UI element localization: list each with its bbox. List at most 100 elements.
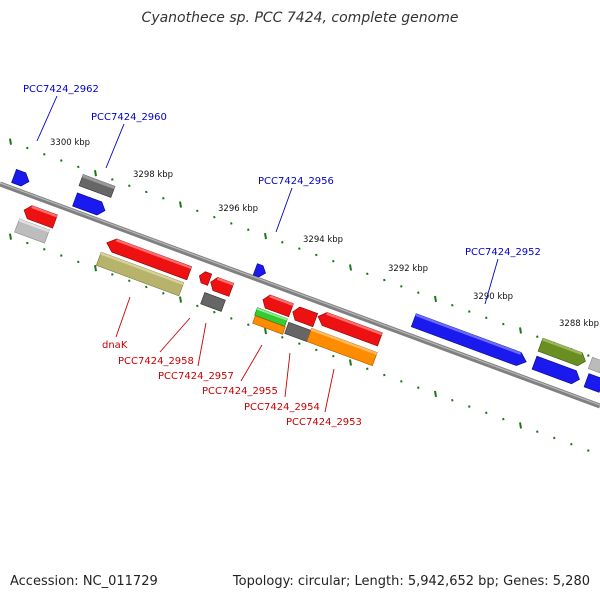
label-pcc7424-2962: PCC7424_2962 (23, 84, 99, 95)
inner-tick-mark (77, 260, 80, 264)
outer-tick-mark (519, 327, 522, 334)
outer-tick-mark (434, 295, 437, 303)
reverse-gene-labels: dnaK PCC7424_2958 PCC7424_2957 PCC7424_2… (102, 340, 362, 428)
outer-tick-mark (196, 209, 199, 213)
inner-tick-mark (451, 398, 454, 402)
gene-pcc7424-2956[interactable] (252, 263, 267, 279)
gene-pcc7424-2960[interactable] (72, 192, 108, 217)
inner-tick-mark (315, 348, 318, 352)
inner-tick-mark (196, 304, 199, 308)
genome-summary-text: Topology: circular; Length: 5,942,652 bp… (232, 574, 590, 589)
gene-pcc7424-2955[interactable] (252, 315, 286, 335)
gene-pcc7424-2957-red[interactable] (208, 276, 235, 297)
inner-tick-mark (298, 342, 301, 345)
inner-tick-mark (502, 417, 505, 421)
gene-red-reverse-2954[interactable] (290, 305, 319, 328)
forward-strand-genes (11, 169, 600, 393)
outer-tick-mark (94, 169, 97, 177)
gene-olive-forward[interactable] (537, 337, 588, 368)
outer-tick-mark (162, 197, 165, 200)
inner-tick-mark (179, 296, 182, 303)
gene-blue-forward-right[interactable] (531, 355, 582, 386)
outer-tick-mark (366, 272, 369, 276)
outer-tick-mark (536, 335, 539, 338)
inner-tick-mark (281, 336, 284, 339)
outer-tick-mark (400, 285, 403, 288)
inner-tick-mark (417, 386, 420, 389)
map-title: Cyanothece sp. PCC 7424, complete genome (141, 10, 459, 26)
gene-grey-forward[interactable] (78, 174, 116, 198)
inner-tick-mark (213, 310, 216, 314)
gene-pcc7424-2952[interactable] (410, 313, 528, 369)
tick-label-3298: 3298 kbp (133, 170, 173, 180)
gene-small-red-reverse[interactable] (197, 270, 213, 286)
genome-backbone (0, 181, 600, 409)
outer-tick-mark (264, 232, 267, 240)
gene-pcc7424-2958[interactable] (104, 236, 193, 281)
outer-tick-mark (332, 259, 335, 263)
inner-tick-mark (400, 380, 403, 383)
inner-tick-mark (60, 254, 63, 257)
inner-tick-mark (570, 442, 573, 446)
inner-tick-mark (485, 411, 488, 415)
outer-tick-mark (77, 165, 80, 169)
inner-tick-mark (128, 279, 131, 283)
label-pcc7424-2954: PCC7424_2954 (244, 402, 320, 413)
gene-red-reverse-right[interactable] (316, 310, 383, 347)
outer-tick-mark (9, 138, 12, 145)
outer-tick-mark (383, 278, 386, 282)
tick-label-3290: 3290 kbp (473, 292, 513, 302)
gene-blue-forward-edge[interactable] (583, 373, 600, 393)
outer-tick-mark (247, 228, 250, 232)
gene-pcc7424-2957[interactable] (200, 292, 226, 312)
tick-label-3288: 3288 kbp (559, 319, 599, 329)
outer-tick-mark (26, 146, 29, 150)
gene-pcc7424-2962[interactable] (11, 169, 32, 188)
outer-tick-mark (230, 222, 233, 225)
inner-tick-mark (264, 327, 267, 335)
outer-tick-mark (281, 241, 284, 244)
inner-tick-mark (26, 241, 29, 245)
gene-pcc7424-2954[interactable] (284, 321, 312, 343)
gene-dnak[interactable] (95, 251, 185, 297)
outer-tick-mark (587, 354, 590, 357)
scale-labels: 3300 kbp 3298 kbp 3296 kbp 3294 kbp 3292… (50, 138, 599, 329)
label-dnak: dnaK (102, 340, 128, 351)
outer-tick-mark (60, 159, 63, 162)
tick-label-3296: 3296 kbp (218, 204, 258, 214)
tick-label-3294: 3294 kbp (303, 235, 343, 245)
reverse-strand-genes (14, 204, 383, 367)
inner-tick-mark (94, 264, 97, 272)
tick-label-3300: 3300 kbp (50, 138, 90, 148)
outer-tick-mark (213, 215, 216, 219)
outer-tick-mark (468, 310, 471, 313)
label-pcc7424-2960: PCC7424_2960 (91, 112, 167, 123)
outer-tick-mark (502, 322, 505, 326)
inner-tick-mark (553, 436, 556, 440)
tick-label-3292: 3292 kbp (388, 264, 428, 274)
label-leaders (36, 95, 499, 413)
gene-red-reverse-mid[interactable] (261, 293, 294, 318)
outer-tick-mark (349, 264, 352, 271)
inner-tick-mark (536, 430, 539, 433)
outer-tick-mark (128, 184, 131, 188)
inner-tick-mark (468, 405, 471, 408)
gene-red-reverse-left[interactable] (22, 204, 58, 229)
gene-grey-reverse-left[interactable] (14, 218, 50, 244)
inner-tick-mark (366, 367, 369, 371)
inner-tick-mark (587, 449, 590, 452)
inner-tick-mark (9, 233, 12, 240)
outer-tick-mark (417, 291, 420, 294)
inner-tick-mark (111, 273, 114, 276)
inner-tick-mark (162, 292, 165, 295)
label-pcc7424-2952: PCC7424_2952 (465, 247, 541, 258)
label-pcc7424-2957: PCC7424_2957 (158, 371, 234, 382)
outer-tick-track (9, 138, 590, 357)
gene-grey-forward-right[interactable] (587, 356, 600, 374)
inner-tick-mark (349, 359, 352, 366)
gene-pcc7424-2953[interactable] (306, 327, 378, 367)
inner-tick-mark (247, 323, 250, 327)
accession-text: Accession: NC_011729 (10, 574, 158, 589)
outer-tick-mark (315, 253, 318, 257)
inner-tick-mark (145, 285, 148, 289)
